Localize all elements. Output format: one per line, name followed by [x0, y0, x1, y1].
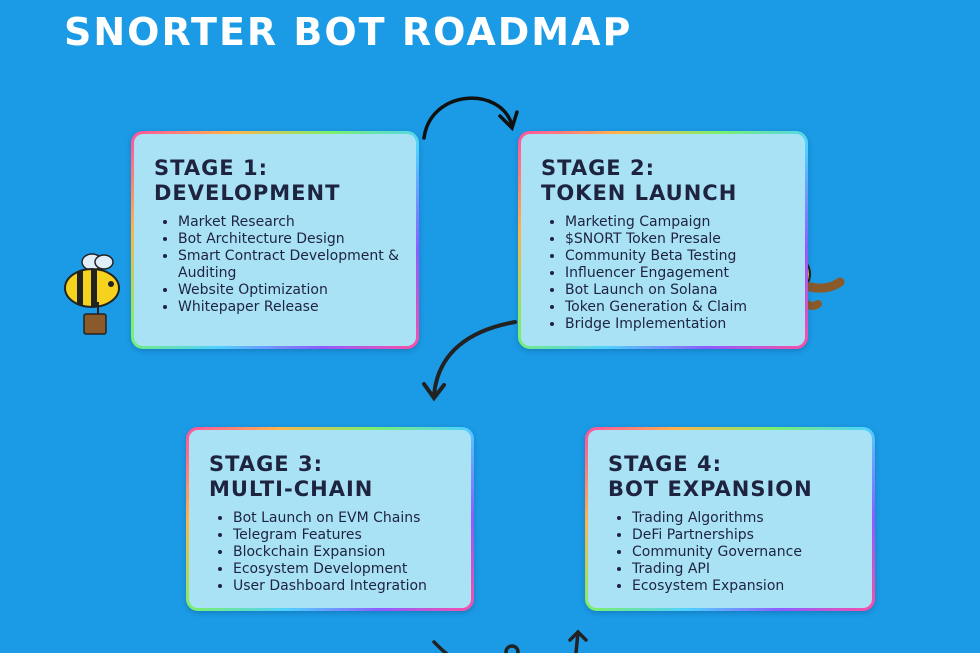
- list-item: Community Beta Testing: [565, 248, 805, 265]
- stage-heading: STAGE 1: DEVELOPMENT: [154, 156, 416, 206]
- stage-number: STAGE 1:: [154, 156, 268, 180]
- list-item: Bot Launch on EVM Chains: [233, 510, 471, 527]
- list-item: User Dashboard Integration: [233, 578, 471, 595]
- curved-arrow-icon: [422, 320, 517, 402]
- curved-arrow-icon: [422, 96, 519, 140]
- list-item: Trading API: [632, 561, 872, 578]
- stage-number: STAGE 4:: [608, 452, 722, 476]
- list-item: Token Generation & Claim: [565, 299, 805, 316]
- stage-items: Market Research Bot Architecture Design …: [154, 214, 416, 316]
- stage-1-card: STAGE 1: DEVELOPMENT Market Research Bot…: [131, 131, 419, 349]
- list-item: Marketing Campaign: [565, 214, 805, 231]
- list-item: Ecosystem Expansion: [632, 578, 872, 595]
- stage-title: BOT EXPANSION: [608, 477, 813, 501]
- list-item: Blockchain Expansion: [233, 544, 471, 561]
- curved-arrow-icon: [432, 629, 588, 653]
- stage-items: Bot Launch on EVM Chains Telegram Featur…: [209, 510, 471, 595]
- stage-3-card: STAGE 3: MULTI-CHAIN Bot Launch on EVM C…: [186, 427, 474, 611]
- list-item: Bridge Implementation: [565, 316, 805, 333]
- stage-number: STAGE 3:: [209, 452, 323, 476]
- list-item: Trading Algorithms: [632, 510, 872, 527]
- page-title: SNORTER BOT ROADMAP: [64, 10, 633, 54]
- list-item: Influencer Engagement: [565, 265, 805, 282]
- bee-mascot-icon: [64, 253, 120, 335]
- stage-2-card: STAGE 2: TOKEN LAUNCH Marketing Campaign…: [518, 131, 808, 349]
- list-item: Smart Contract Development & Auditing: [178, 248, 416, 282]
- stage-number: STAGE 2:: [541, 156, 655, 180]
- list-item: $SNORT Token Presale: [565, 231, 805, 248]
- list-item: Telegram Features: [233, 527, 471, 544]
- list-item: Bot Launch on Solana: [565, 282, 805, 299]
- stage-items: Marketing Campaign $SNORT Token Presale …: [541, 214, 805, 333]
- stage-heading: STAGE 4: BOT EXPANSION: [608, 452, 872, 502]
- stage-title: MULTI-CHAIN: [209, 477, 374, 501]
- stage-items: Trading Algorithms DeFi Partnerships Com…: [608, 510, 872, 595]
- list-item: DeFi Partnerships: [632, 527, 872, 544]
- stage-title: DEVELOPMENT: [154, 181, 341, 205]
- list-item: Whitepaper Release: [178, 299, 416, 316]
- list-item: Website Optimization: [178, 282, 416, 299]
- list-item: Bot Architecture Design: [178, 231, 416, 248]
- stage-4-card: STAGE 4: BOT EXPANSION Trading Algorithm…: [585, 427, 875, 611]
- list-item: Market Research: [178, 214, 416, 231]
- stage-heading: STAGE 2: TOKEN LAUNCH: [541, 156, 805, 206]
- stage-title: TOKEN LAUNCH: [541, 181, 738, 205]
- stage-heading: STAGE 3: MULTI-CHAIN: [209, 452, 471, 502]
- list-item: Community Governance: [632, 544, 872, 561]
- list-item: Ecosystem Development: [233, 561, 471, 578]
